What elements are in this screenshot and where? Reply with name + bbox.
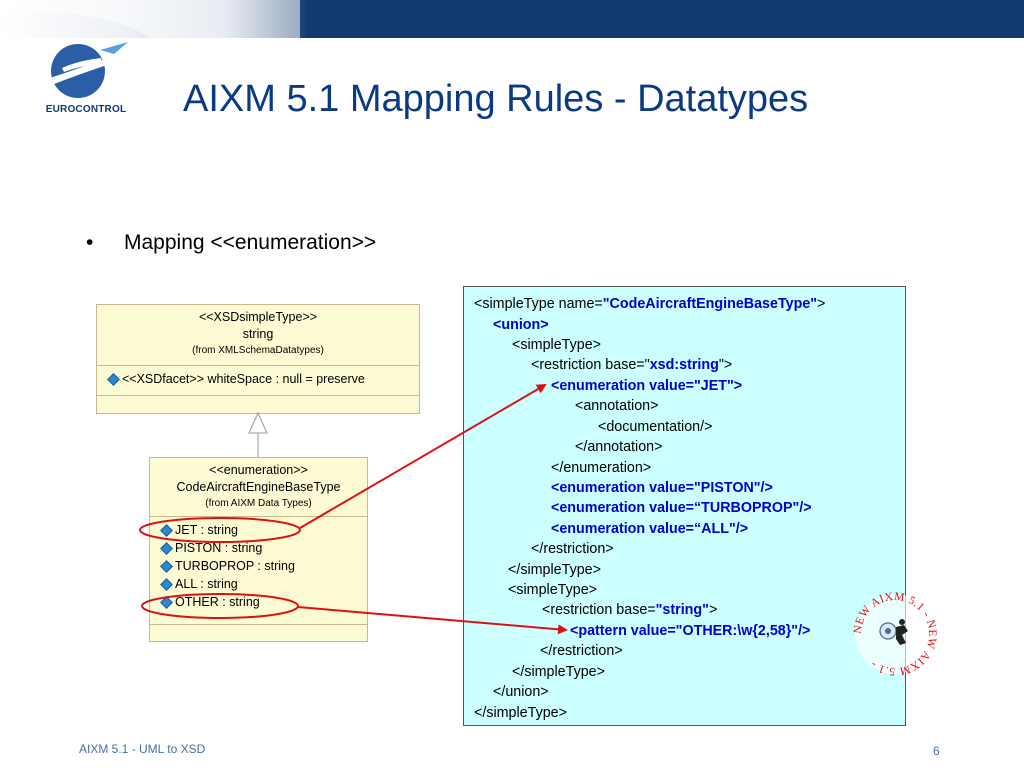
new-aixm-stamp: NEW AIXM 5.1 - NEW AIXM 5.1 - xyxy=(852,591,938,677)
uml-package: (from XMLSchemaDatatypes) xyxy=(192,345,324,356)
generalization-arrowhead xyxy=(248,411,268,434)
uml-attribute-label: JET : string xyxy=(175,523,238,537)
other-mapping-arrow xyxy=(297,606,568,635)
xsd-line: <enumeration value="JET"> xyxy=(551,378,743,394)
xsd-line: <enumeration value="PISTON"/> xyxy=(551,480,773,496)
header-bar xyxy=(0,0,1024,38)
bullet-symbol: • xyxy=(86,231,94,254)
bullet-text: Mapping <<enumeration>> xyxy=(124,231,377,254)
uml-stereotype: <<XSDsimpleType>> xyxy=(198,310,318,324)
uml-class-name: string xyxy=(242,327,274,341)
uml-stereotype: <<enumeration>> xyxy=(209,463,308,477)
uml-class-enumeration: <<enumeration>> CodeAircraftEngineBaseTy… xyxy=(149,457,368,642)
uml-attribute: TURBOPROP : string xyxy=(150,557,367,575)
uml-attribute: OTHER : string xyxy=(150,593,367,611)
xsd-line: <enumeration value=“TURBOPROP"/> xyxy=(551,500,812,516)
uml-class-name: CodeAircraftEngineBaseType xyxy=(176,480,341,494)
other-highlight-ellipse xyxy=(141,593,299,619)
uml-class-string: <<XSDsimpleType>> string (from XMLSchema… xyxy=(96,304,420,414)
xsd-line: <restriction base="xsd:string"> xyxy=(531,357,733,373)
xsd-line: <enumeration value=“ALL"/> xyxy=(551,521,749,537)
xsd-line: </union> xyxy=(493,684,549,700)
xsd-line: <union> xyxy=(493,317,549,333)
logo-text: EUROCONTROL xyxy=(45,104,127,115)
uml-attribute-label: ALL : string xyxy=(175,577,238,591)
stamp-figure-icon xyxy=(879,619,908,645)
xsd-line: <simpleType> xyxy=(508,582,598,598)
xsd-line: <annotation> xyxy=(575,398,659,414)
xsd-line: </annotation> xyxy=(575,439,663,455)
footer-title: AIXM 5.1 - UML to XSD xyxy=(79,742,206,756)
xsd-line: </simpleType> xyxy=(508,562,601,578)
xsd-line: </restriction> xyxy=(540,643,623,659)
xsd-line: <documentation/> xyxy=(598,419,713,435)
uml-attribute-label: TURBOPROP : string xyxy=(175,559,295,573)
uml-attribute: JET : string xyxy=(150,521,367,539)
jet-mapping-arrow xyxy=(299,383,547,529)
xsd-line: <restriction base="string"> xyxy=(542,602,718,618)
jet-highlight-ellipse xyxy=(139,517,301,543)
uml-attribute: PISTON : string xyxy=(150,539,367,557)
xsd-line: <simpleType name="CodeAircraftEngineBase… xyxy=(474,296,826,312)
uml-package: (from AIXM Data Types) xyxy=(205,498,312,509)
uml-attribute: ALL : string xyxy=(150,575,367,593)
uml-attribute-label: <<XSDfacet>> whiteSpace : null = preserv… xyxy=(122,372,365,386)
xsd-code-box: <simpleType name="CodeAircraftEngineBase… xyxy=(463,286,906,726)
uml-attribute: <<XSDfacet>> whiteSpace : null = preserv… xyxy=(97,370,419,388)
eurocontrol-logo: EUROCONTROL xyxy=(40,40,132,124)
xsd-line: </enumeration> xyxy=(551,460,652,476)
uml-attribute-label: PISTON : string xyxy=(175,541,263,555)
page-number: 6 xyxy=(933,744,940,758)
xsd-line: </simpleType> xyxy=(512,664,605,680)
uml-attribute-label: OTHER : string xyxy=(175,595,260,609)
xsd-line: </simpleType> xyxy=(474,705,567,721)
xsd-line: <simpleType> xyxy=(512,337,602,353)
page-title: AIXM 5.1 Mapping Rules - Datatypes xyxy=(183,78,809,120)
xsd-line: </restriction> xyxy=(531,541,614,557)
eurocontrol-emblem-icon xyxy=(50,42,128,98)
xsd-line: <pattern value="OTHER:\w{2,58}"/> xyxy=(570,623,811,639)
bullet-item: • Mapping <<enumeration>> xyxy=(86,231,376,255)
